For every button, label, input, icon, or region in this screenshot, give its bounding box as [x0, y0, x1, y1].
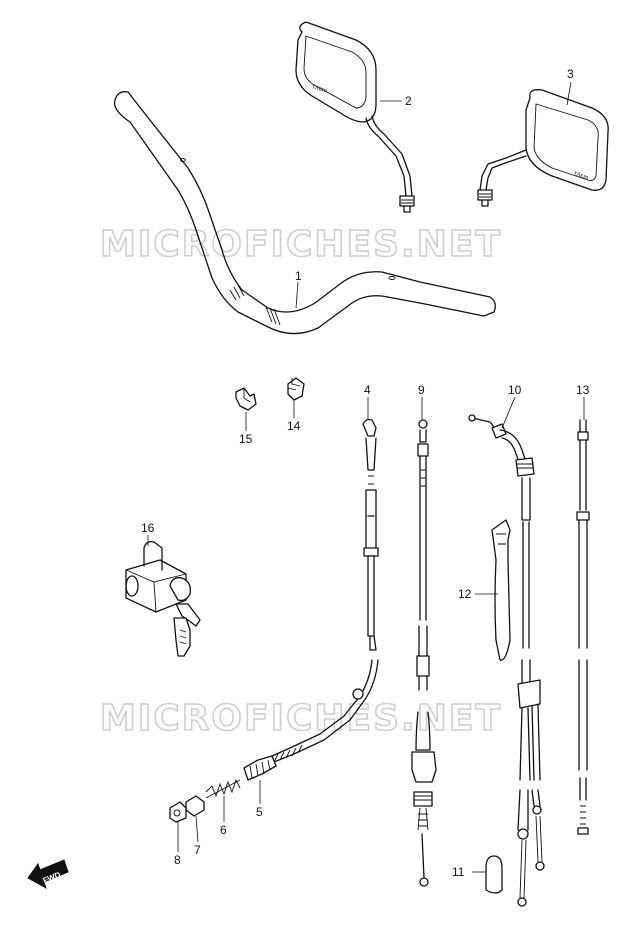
- nut-7: [185, 795, 205, 817]
- callout-6: 6: [220, 823, 227, 837]
- handlebar: [113, 91, 496, 335]
- callout-4: 4: [364, 383, 371, 397]
- watermark-bottom: MICROFICHES.NET: [100, 698, 502, 739]
- callout-14: 14: [287, 419, 301, 433]
- cable-9: [411, 419, 437, 887]
- mirror-right: ᴛɅᴇɪᴏ: [477, 89, 609, 207]
- cable-10: [468, 414, 545, 907]
- cable-13: [576, 419, 590, 835]
- callout-9: 9: [418, 383, 425, 397]
- callout-16: 16: [141, 521, 155, 535]
- steering-lock: [125, 540, 201, 657]
- mirror-left: ᴛɅᴇɪᴏ: [295, 21, 415, 213]
- callouts: 1 2 3 4 5 6 7 8 9 10 11 12 13 14 15 16: [141, 67, 590, 879]
- nut-8: [169, 801, 187, 823]
- fwd-arrow-icon: FWD: [27, 859, 69, 890]
- mirror-left-marking: ᴛɅᴇɪᴏ: [311, 85, 328, 95]
- callout-7: 7: [194, 843, 201, 857]
- callout-15: 15: [239, 432, 253, 446]
- callout-5: 5: [256, 805, 263, 819]
- cap-11: [485, 855, 503, 894]
- callout-12: 12: [458, 587, 472, 601]
- cable-4: [271, 418, 379, 763]
- adjuster-5: [243, 755, 277, 781]
- callout-13: 13: [576, 383, 590, 397]
- clip-15: [235, 387, 257, 411]
- spring-6: [205, 778, 241, 799]
- leader-lines: [147, 81, 585, 873]
- watermark-top: MICROFICHES.NET: [100, 224, 502, 265]
- callout-11: 11: [452, 865, 465, 879]
- callout-8: 8: [174, 853, 181, 867]
- boot-12: [491, 519, 511, 661]
- mirror-right-marking: ᴛɅᴇɪᴏ: [573, 171, 590, 182]
- callout-2: 2: [405, 94, 412, 108]
- callout-10: 10: [508, 383, 522, 397]
- callout-1: 1: [295, 269, 302, 283]
- callout-3: 3: [567, 67, 574, 81]
- clip-14: [287, 377, 305, 401]
